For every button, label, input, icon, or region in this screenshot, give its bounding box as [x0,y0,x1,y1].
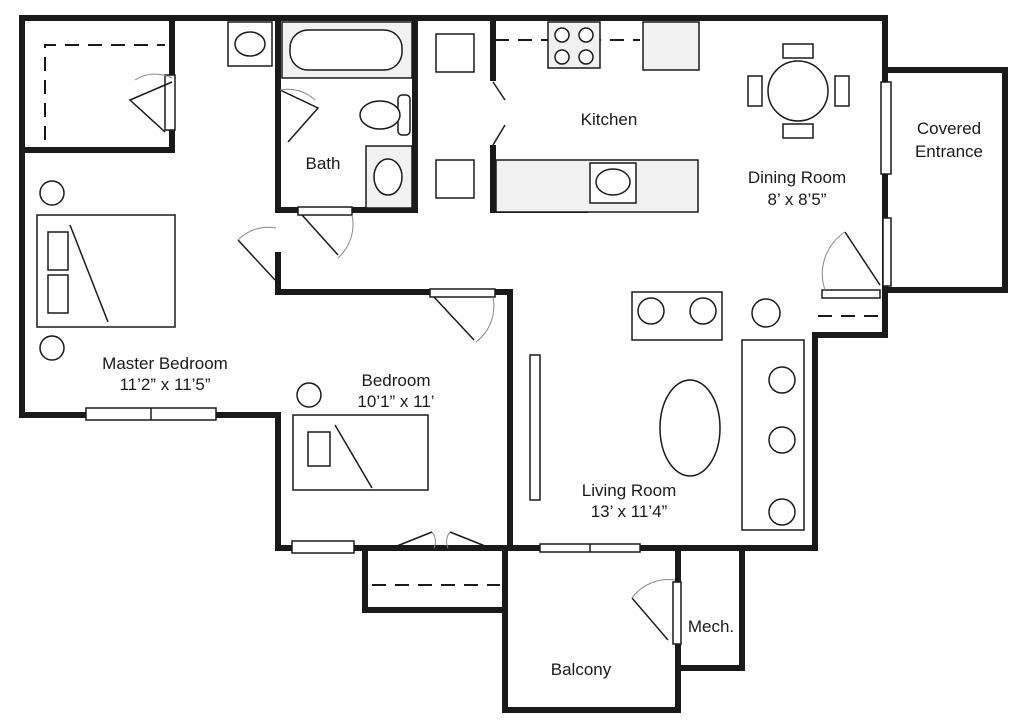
bedroom-door [429,288,496,343]
master-bed [36,214,176,328]
sofa [741,339,805,531]
hall-closet-door [297,206,354,259]
loveseat [631,291,723,341]
dining-table [747,43,850,139]
mech-name: Mech. [688,617,734,636]
covered-entrance-line2: Entrance [915,142,983,161]
dining-room-name: Dining Room [748,168,846,187]
nightstand [39,180,65,206]
kitchen-island [495,159,699,213]
master-bedroom-name: Master Bedroom [102,354,228,373]
kitchen-pantry-door [492,81,506,146]
master-closet-door [128,73,176,133]
kitchen-counter-top [547,21,700,71]
window [880,81,892,175]
balcony-name: Balcony [551,660,612,679]
kitchen-pantry [435,33,475,199]
bathtub [281,21,413,79]
bath-name: Bath [306,154,341,173]
bath-door [279,88,320,143]
covered-entrance-line1: Covered [917,119,981,138]
bedroom-closet-doors [391,531,491,549]
bedroom-size: 10’1” x 11’ [357,392,434,411]
living-room-name: Living Room [582,481,677,500]
nightstand [296,382,322,408]
dining-room-size: 8’ x 8’5” [768,190,827,209]
bedroom-bed [292,414,429,491]
vanity-sink [365,145,413,209]
entry-door [821,217,892,299]
toilet [359,94,411,136]
sliding-glass-door [539,543,641,553]
master-bedroom-door [237,226,277,281]
side-table [751,298,781,328]
coffee-table [659,379,721,477]
bedroom-name: Bedroom [362,371,431,390]
bathroom-sink [227,21,273,67]
living-room-size: 13’ x 11’4” [591,502,668,521]
living-room-pass-through [529,354,541,501]
kitchen-name: Kitchen [581,110,638,129]
nightstand [39,335,65,361]
mech-door [631,579,682,645]
master-bedroom-size: 11’2” x 11’5” [119,375,210,394]
window [291,540,355,554]
window [85,407,217,421]
